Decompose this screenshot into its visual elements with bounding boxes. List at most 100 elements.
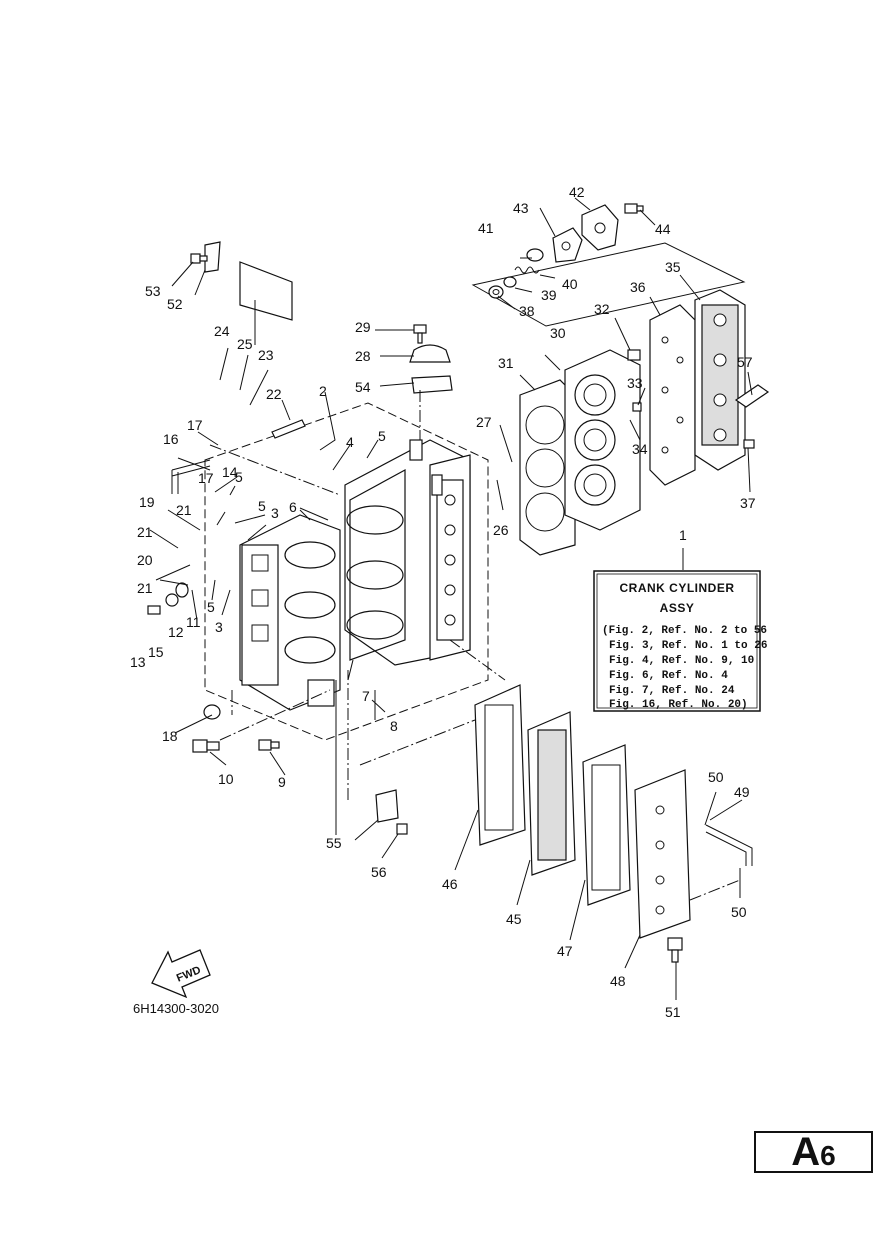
callout-39: 39 <box>541 287 557 303</box>
bracket-55 <box>375 789 399 823</box>
callout-5: 5 <box>235 469 243 485</box>
callout-50: 50 <box>708 769 724 785</box>
stud-22 <box>271 419 306 439</box>
callout-23: 23 <box>258 347 274 363</box>
bolt-44 <box>624 203 644 214</box>
assembly-ref-line: Fig. 3, Ref. No. 1 to 26 <box>609 640 767 652</box>
callout-52: 52 <box>167 296 183 312</box>
spring-40 <box>514 266 540 274</box>
exhaust-inner-gasket-46 <box>474 684 526 846</box>
thermostat-cover-42 <box>581 204 619 251</box>
callout-16: 16 <box>163 431 179 447</box>
callout-42: 42 <box>569 184 585 200</box>
callout-26: 26 <box>493 522 509 538</box>
screw-29 <box>413 324 427 344</box>
bracket-plate-25 <box>239 261 293 321</box>
thermostat-41 <box>526 248 544 262</box>
callout-18: 18 <box>162 728 178 744</box>
callout-12: 12 <box>168 624 184 640</box>
head-cover-35 <box>694 289 746 471</box>
callout-28: 28 <box>355 348 371 364</box>
exhaust-outer-cover-48 <box>634 769 691 939</box>
callout-46: 46 <box>442 876 458 892</box>
callout-17: 17 <box>187 417 203 433</box>
leader-lines <box>149 197 753 1000</box>
callout-3: 3 <box>271 505 279 521</box>
callout-20: 20 <box>137 552 153 568</box>
callout-5: 5 <box>378 428 386 444</box>
callout-29: 29 <box>355 319 371 335</box>
head-gasket-31 <box>519 379 576 556</box>
callout-36: 36 <box>630 279 646 295</box>
cylinder-head-30 <box>564 349 641 531</box>
callout-53: 53 <box>145 283 161 299</box>
bushing-18 <box>203 704 221 720</box>
callout-56: 56 <box>371 864 387 880</box>
callout-38: 38 <box>519 303 535 319</box>
hose-49 <box>705 824 753 866</box>
valve-39 <box>503 276 517 288</box>
exhaust-inner-cover-45 <box>527 711 576 876</box>
callout-17: 17 <box>198 470 214 486</box>
bracket-52 <box>204 241 221 273</box>
exhaust-outer-gasket-47 <box>582 744 631 906</box>
bolt-51 <box>667 937 683 963</box>
callout-51: 51 <box>665 1004 681 1020</box>
callout-4: 4 <box>346 434 354 450</box>
callout-9: 9 <box>278 774 286 790</box>
callout-5: 5 <box>207 599 215 615</box>
bolt-9 <box>258 739 280 751</box>
callout-54: 54 <box>355 379 371 395</box>
callout-30: 30 <box>550 325 566 341</box>
bolt-37 <box>743 439 755 449</box>
callout-21: 21 <box>137 580 153 596</box>
callout-35: 35 <box>665 259 681 275</box>
callout-19: 19 <box>139 494 155 510</box>
block-dashed-outline <box>204 402 489 741</box>
callout-47: 47 <box>557 943 573 959</box>
assembly-info-box: CRANK CYLINDER ASSY (Fig. 2, Ref. No. 2 … <box>593 570 767 712</box>
callout-13: 13 <box>130 654 146 670</box>
callout-27: 27 <box>476 414 492 430</box>
assembly-ref-line: Fig. 6, Ref. No. 4 <box>609 670 728 682</box>
hose-16 <box>171 459 211 494</box>
callout-10: 10 <box>218 771 234 787</box>
assembly-ref-line: Fig. 16, Ref. No. 20) <box>609 699 748 711</box>
head-cover-gasket-36 <box>649 304 696 486</box>
pin-33 <box>632 402 642 412</box>
callout-2: 2 <box>319 383 327 399</box>
callout-22: 22 <box>266 386 282 402</box>
bolt-56 <box>396 823 408 835</box>
callout-6: 6 <box>289 499 297 515</box>
callout-40: 40 <box>562 276 578 292</box>
callout-7: 7 <box>362 688 370 704</box>
bolt-53 <box>190 253 208 264</box>
callout-21: 21 <box>176 502 192 518</box>
callout-24: 24 <box>214 323 230 339</box>
washer-15 <box>165 593 179 607</box>
clamp-28 <box>409 344 451 363</box>
callout-50: 50 <box>731 904 747 920</box>
thermostat-group-outline <box>471 242 746 327</box>
callout-49: 49 <box>734 784 750 800</box>
plate-54 <box>411 375 453 394</box>
crankcase <box>239 514 341 711</box>
assembly-title-line1: CRANK CYLINDER <box>620 581 735 595</box>
callout-1: 1 <box>679 527 687 543</box>
bolt-10 <box>192 739 220 753</box>
bolt-32 <box>627 349 641 361</box>
callout-8: 8 <box>390 718 398 734</box>
thermostat-gasket-43 <box>552 227 583 263</box>
cylinder-block <box>344 439 471 666</box>
diagram-code: 6H14300-3020 <box>133 1001 219 1016</box>
callout-37: 37 <box>740 495 756 511</box>
callout-45: 45 <box>506 911 522 927</box>
callout-5: 5 <box>258 498 266 514</box>
callout-21: 21 <box>137 524 153 540</box>
assembly-ref-line: (Fig. 2, Ref. No. 2 to 56 <box>602 625 767 637</box>
alignment-lines <box>209 390 741 901</box>
callout-57: 57 <box>737 354 753 370</box>
callout-25: 25 <box>237 336 253 352</box>
bolt-13 <box>147 605 161 615</box>
